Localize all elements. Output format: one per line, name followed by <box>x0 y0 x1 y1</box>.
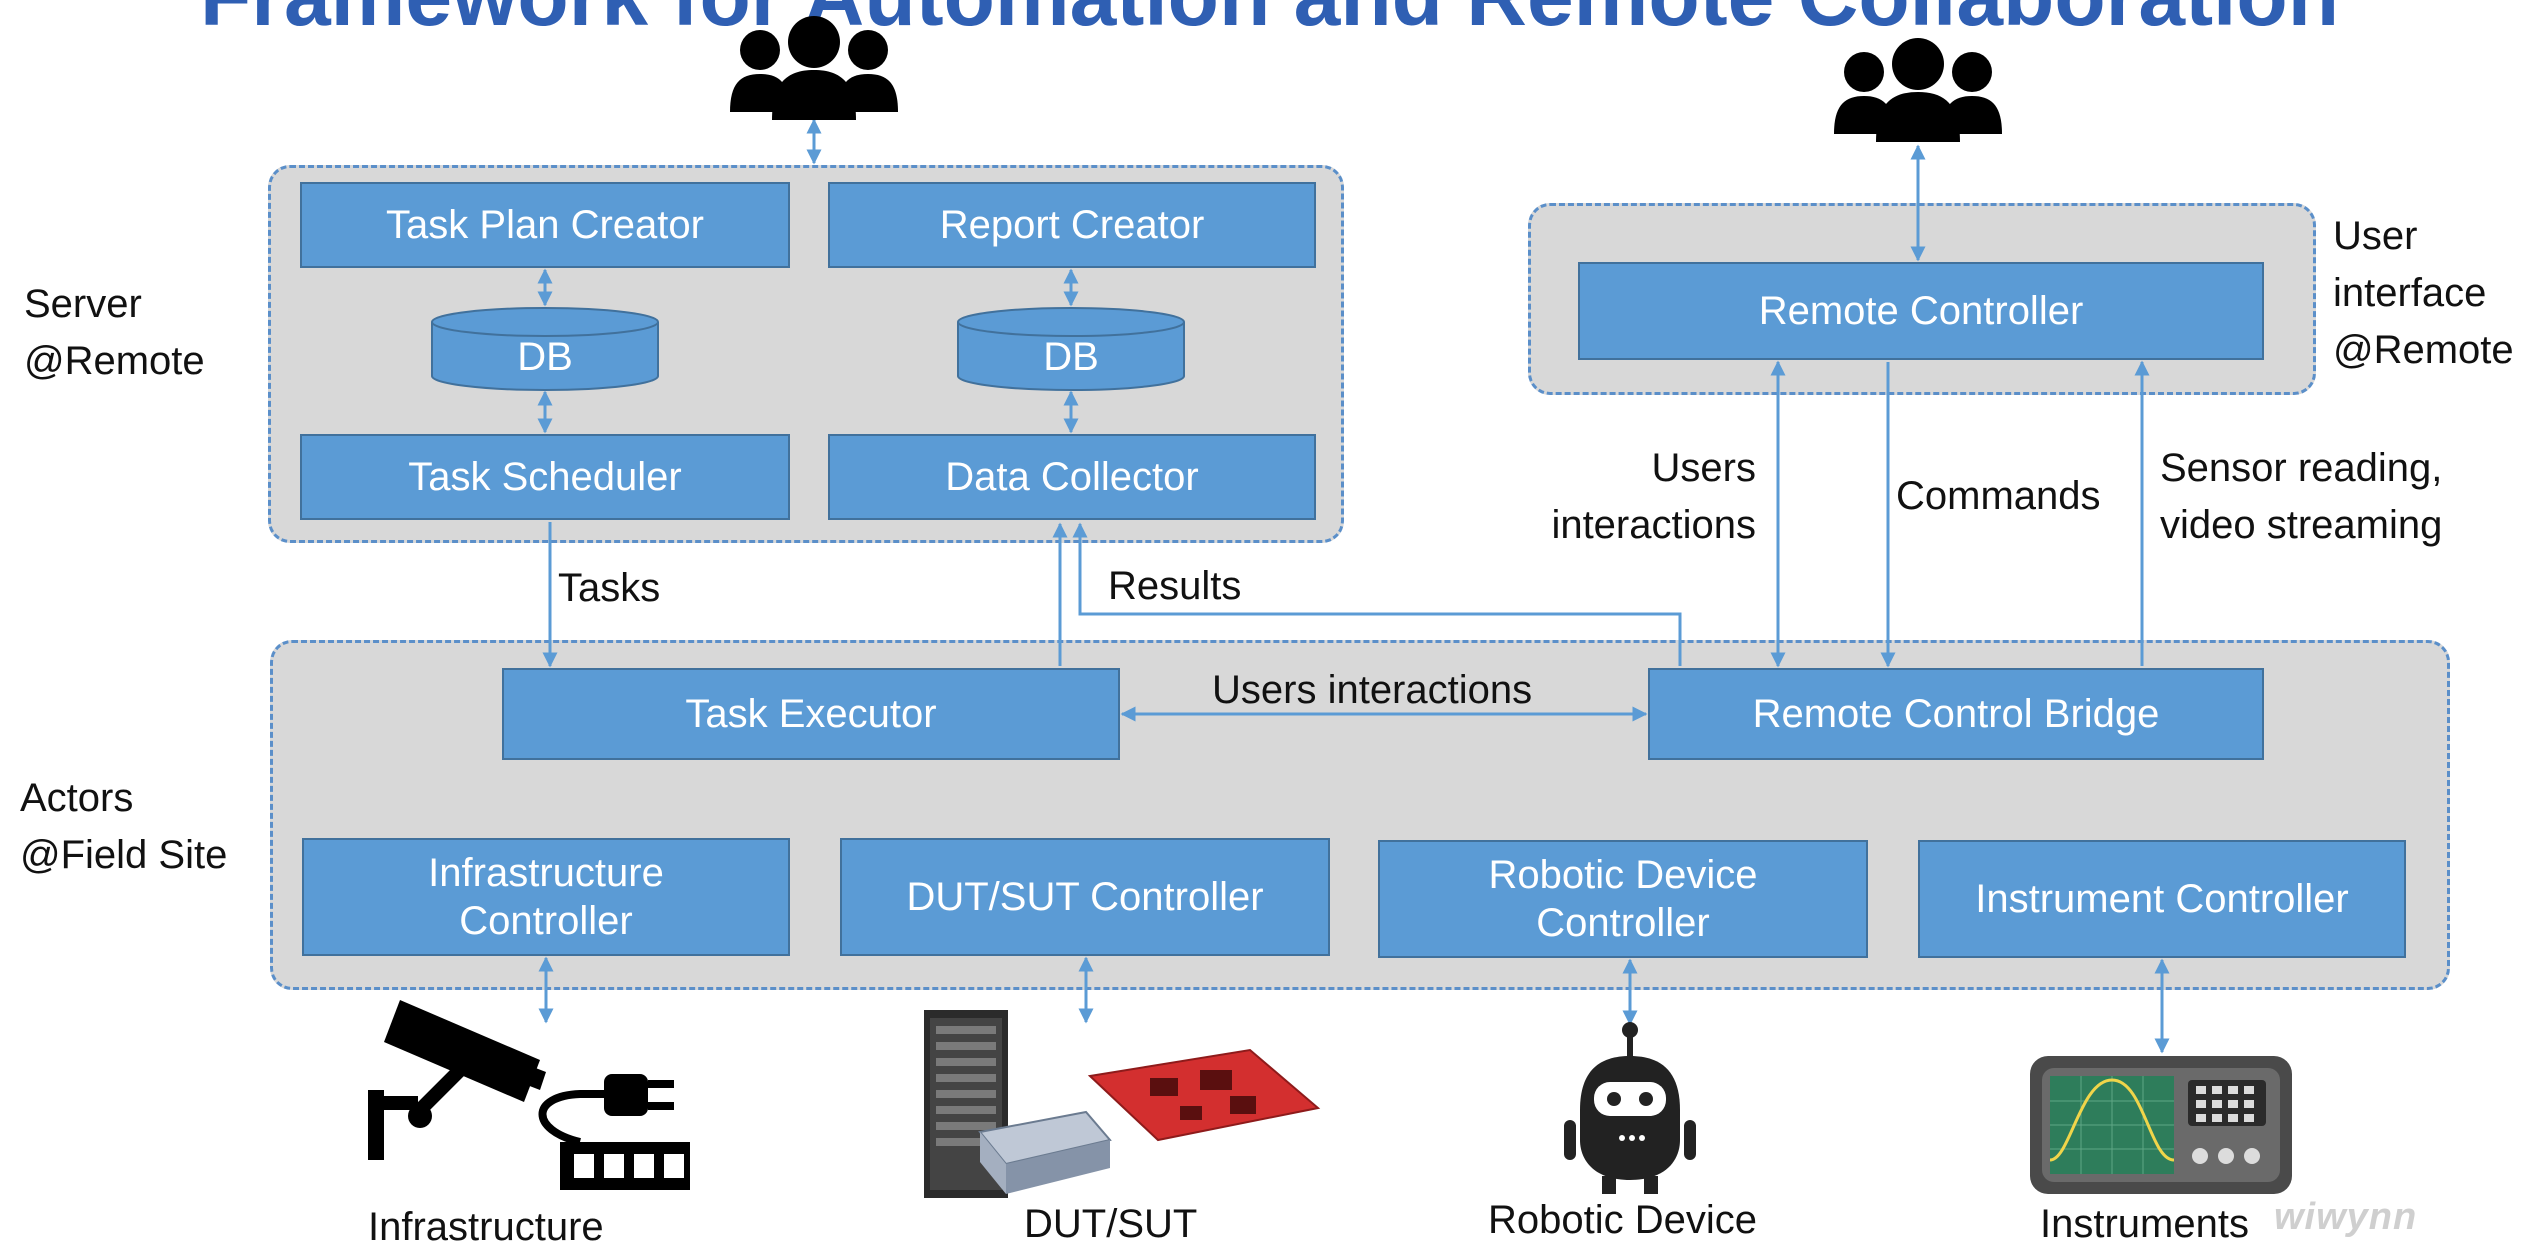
infrastructure-caption: Infrastructure <box>368 1205 604 1249</box>
task-plan-creator-box: Task Plan Creator <box>300 182 790 268</box>
box-label: Instrument Controller <box>1975 877 2349 921</box>
users-group-icon <box>1834 38 2002 142</box>
label-line: interactions <box>1551 502 1756 547</box>
users-interactions-up-label: Users interactions <box>1510 440 1756 554</box>
task-scheduler-box: Task Scheduler <box>300 434 790 520</box>
box-label: Data Collector <box>945 455 1199 499</box>
actors-label-line: @Field Site <box>20 832 228 877</box>
commands-label: Commands <box>1896 474 2101 518</box>
sensor-label: Sensor reading, video streaming <box>2160 440 2442 554</box>
page-title: Framework for Automation and Remote Coll… <box>0 0 2539 45</box>
server-label-line: Server <box>24 282 142 326</box>
remote-control-bridge-box: Remote Control Bridge <box>1648 668 2264 760</box>
box-label-line: Controller <box>1536 901 1710 945</box>
robotic-device-controller-box: Robotic Device Controller <box>1378 840 1868 958</box>
box-label: Remote Control Bridge <box>1752 692 2160 736</box>
box-label-line: Robotic Device <box>1488 853 1758 897</box>
ui-label-line: User <box>2333 214 2418 258</box>
circuit-board-icon <box>1087 1048 1321 1142</box>
label-line: Users <box>1651 446 1756 490</box>
db-left-label: DB <box>517 335 573 379</box>
box-label: Task Executor <box>685 692 937 736</box>
dut-sut-controller-box: DUT/SUT Controller <box>840 838 1330 956</box>
server-region-label: Server @Remote <box>24 276 205 390</box>
box-label-line: Infrastructure <box>428 851 664 895</box>
server-label-line: @Remote <box>24 338 205 383</box>
robot-icon <box>1564 1022 1696 1194</box>
box-label-line: Controller <box>459 899 633 943</box>
instrument-controller-box: Instrument Controller <box>1918 840 2406 958</box>
server-rack-icon <box>924 1010 1112 1198</box>
users-group-icon <box>730 16 898 120</box>
task-executor-box: Task Executor <box>502 668 1120 760</box>
connectors <box>537 118 2170 1054</box>
db-right-cylinder: DB <box>957 307 1185 391</box>
infrastructure-controller-box: Infrastructure Controller <box>302 838 790 956</box>
actors-label-line: Actors <box>20 776 134 820</box>
robotic-device-caption: Robotic Device <box>1488 1198 1758 1242</box>
db-right-label: DB <box>1043 335 1099 379</box>
box-label: DUT/SUT Controller <box>906 875 1264 919</box>
box-label: Report Creator <box>939 203 1205 247</box>
box-label: Task Scheduler <box>408 455 682 499</box>
watermark-logo: wiwynn <box>2274 1196 2418 1238</box>
actors-region-label: Actors @Field Site <box>20 770 227 884</box>
users-interactions-mid-label: Users interactions <box>1212 668 1533 712</box>
box-label: Remote Controller <box>1758 289 2084 333</box>
ui-region-label: User interface @Remote <box>2333 208 2514 378</box>
remote-controller-box: Remote Controller <box>1578 262 2264 360</box>
label-line: Sensor reading, <box>2160 446 2443 490</box>
box-label: Task Plan Creator <box>386 203 704 247</box>
ui-label-line: interface <box>2333 270 2487 315</box>
data-collector-box: Data Collector <box>828 434 1316 520</box>
label-line: video streaming <box>2160 502 2443 547</box>
dut-sut-caption: DUT/SUT <box>1024 1202 1198 1246</box>
security-camera-icon <box>368 1000 546 1160</box>
ui-label-line: @Remote <box>2333 327 2514 372</box>
results-label: Results <box>1108 564 1242 608</box>
db-left-cylinder: DB <box>431 307 659 391</box>
report-creator-box: Report Creator <box>828 182 1316 268</box>
instruments-caption: Instruments <box>2040 1202 2249 1246</box>
power-plug-strip-icon <box>538 1074 690 1190</box>
oscilloscope-icon <box>2030 1056 2292 1194</box>
arrow-results-bridge <box>1072 522 1682 666</box>
tasks-label: Tasks <box>558 566 661 610</box>
